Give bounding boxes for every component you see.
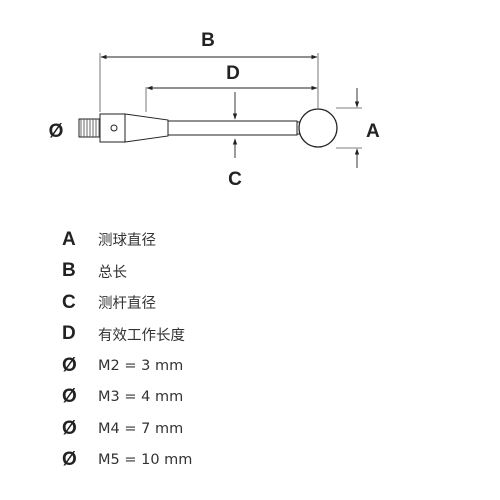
legend-text: M4 = 7 mm <box>98 420 184 437</box>
legend-key: A <box>62 228 76 250</box>
legend-item: Ø M3 = 4 mm <box>62 382 462 414</box>
legend-text: M5 = 10 mm <box>98 452 193 469</box>
legend-key: C <box>62 291 76 313</box>
legend-key: Ø <box>62 449 77 471</box>
dimension-label-c: C <box>228 169 242 190</box>
legend-key: B <box>62 260 76 282</box>
stylus-stem <box>167 120 298 136</box>
legend-text: 测球直径 <box>98 233 156 250</box>
legend-text: M3 = 4 mm <box>98 389 184 406</box>
stylus-taper <box>124 113 169 143</box>
legend-item: Ø M5 = 10 mm <box>62 445 462 477</box>
legend-key: Ø <box>62 354 77 376</box>
stylus-thread-teeth <box>80 119 100 137</box>
stylus-body-hole <box>110 124 118 132</box>
dimension-label-d: D <box>226 63 240 84</box>
legend-text: M2 = 3 mm <box>98 357 184 374</box>
legend-item: Ø M2 = 3 mm <box>62 350 462 382</box>
legend-key: Ø <box>62 386 77 408</box>
stylus-diagram: B D A C Ø <box>49 30 380 190</box>
legend-text: 测杆直径 <box>98 296 156 313</box>
legend-item: Ø M4 = 7 mm <box>62 413 462 445</box>
legend-item: A 测球直径 <box>62 224 462 256</box>
stylus <box>78 108 338 148</box>
legend: A 测球直径 B 总长 C 测杆直径 D 有效工作长度 Ø M2 = 3 mm Ø M3 = 4 mm… <box>62 224 462 476</box>
legend-item: B 总长 <box>62 256 462 288</box>
legend-text: 总长 <box>98 264 127 281</box>
legend-key: Ø <box>62 417 77 439</box>
legend-key: D <box>62 323 76 345</box>
dimension-label-b: B <box>201 30 215 51</box>
legend-item: D 有效工作长度 <box>62 319 462 351</box>
stylus-ball <box>298 108 338 148</box>
thread-diameter-label: Ø <box>49 121 64 142</box>
legend-item: C 测杆直径 <box>62 287 462 319</box>
legend-text: 有效工作长度 <box>98 327 185 344</box>
dimension-label-a: A <box>366 121 380 142</box>
